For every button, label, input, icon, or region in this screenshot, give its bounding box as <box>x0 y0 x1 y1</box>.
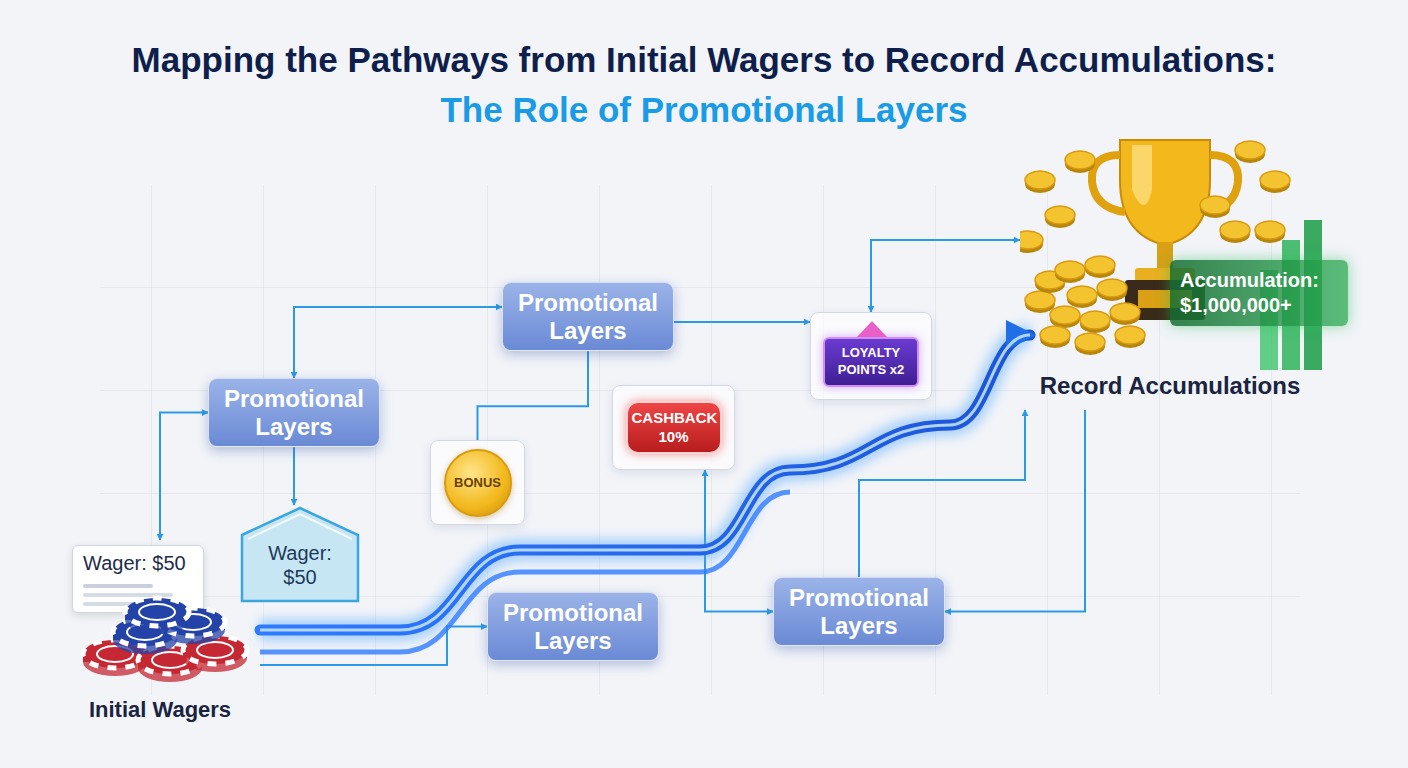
shield-text: Wager: $50 <box>252 541 348 589</box>
promo-layer-box: Promotional Layers <box>773 577 945 646</box>
gold-coin: BONUS <box>444 449 512 517</box>
connector-line <box>160 413 208 540</box>
accumulation-text: Accumulation: $1,000,000+ <box>1180 268 1338 318</box>
promo-layer-box: Promotional Layers <box>502 282 674 351</box>
loyalty-text: LOYALTY POINTS x2 <box>829 345 913 379</box>
wager-heading: Initial Wagers <box>60 697 260 723</box>
bonus-card: BONUS <box>430 440 525 525</box>
cashback-card: CASHBACK 10% <box>612 385 735 470</box>
connector-line <box>674 321 810 323</box>
box-text: Promotional Layers <box>511 289 665 344</box>
loyalty-badge: LOYALTY POINTS x2 <box>823 337 919 387</box>
accumulation-panel: Accumulation: $1,000,000+ <box>1170 260 1348 326</box>
record-heading: Record Accumulations <box>1020 372 1320 400</box>
loyalty-crown <box>857 321 887 337</box>
box-text: Promotional Layers <box>496 599 650 654</box>
connector-line <box>294 307 502 378</box>
box-text: Promotional Layers <box>782 584 936 639</box>
coin-text: BONUS <box>454 475 501 490</box>
initial-wager-card: Wager: $50Initial Wagers <box>60 540 260 730</box>
wager-amount: Wager: $50 <box>73 546 203 581</box>
diagram-title: Mapping the Pathways from Initial Wagers… <box>14 40 1394 80</box>
connector-line <box>478 351 589 440</box>
loyalty-card: LOYALTY POINTS x2 <box>810 312 932 400</box>
connector-line <box>871 240 1020 312</box>
box-text: Promotional Layers <box>217 385 371 440</box>
cashback-badge: CASHBACK 10% <box>626 401 722 455</box>
cashback-text: CASHBACK 10% <box>632 409 716 447</box>
poker-chips <box>75 592 250 682</box>
diagram-subtitle: The Role of Promotional Layers <box>14 90 1394 130</box>
wager-shield: Wager: $50 <box>238 505 362 605</box>
connector-line <box>945 410 1085 612</box>
record-trophy: Accumulation: $1,000,000+ Record Accumula… <box>1020 120 1370 410</box>
promo-layer-box: Promotional Layers <box>208 378 380 447</box>
promo-layer-box: Promotional Layers <box>487 592 659 661</box>
connector-line <box>293 447 295 505</box>
